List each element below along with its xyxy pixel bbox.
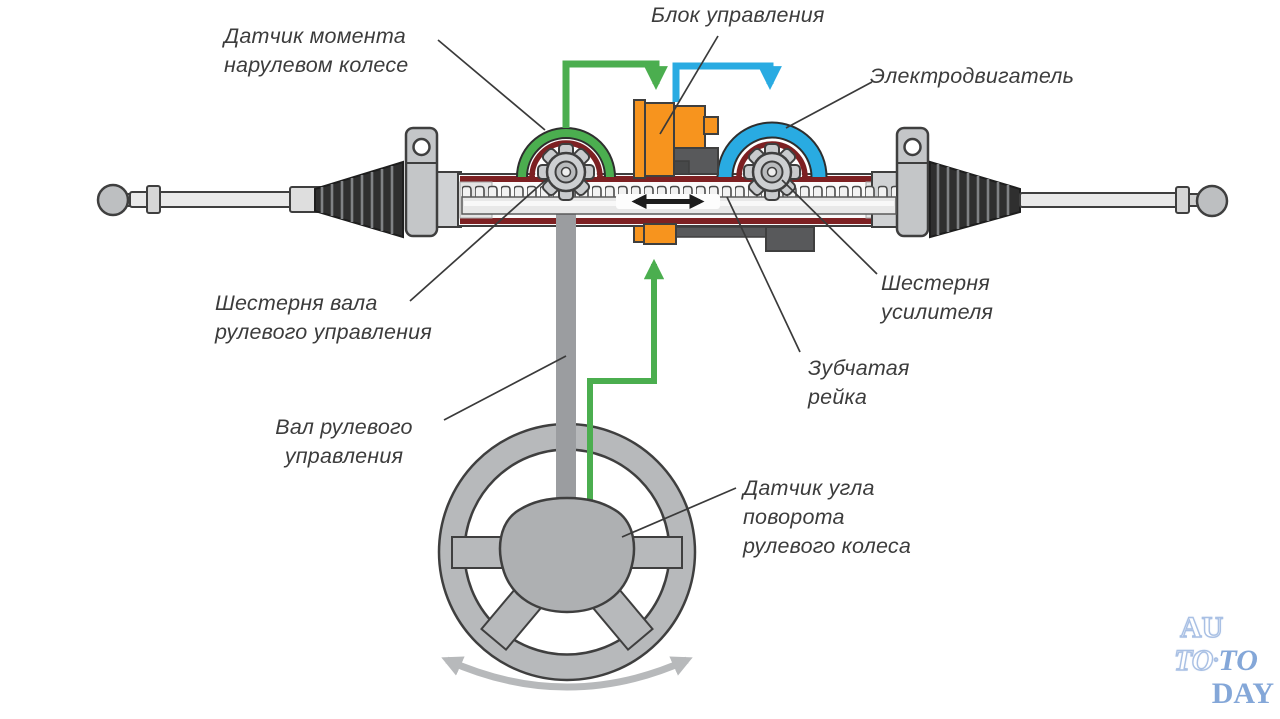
control-unit-lower-block (633, 223, 677, 245)
right-mount-bracket (871, 126, 930, 238)
label-assist-gear: Шестерня усилителя (881, 271, 994, 324)
left-bellows-boot (314, 160, 404, 239)
watermark-dot: ◦ (1213, 652, 1219, 668)
label-rack: Зубчатая рейка (808, 356, 910, 409)
label-motor: Электродвигатель (870, 64, 1075, 88)
label-pinion: Шестерня вала рулевого управления (215, 291, 432, 344)
angle-sensor-signal-arrow (587, 258, 665, 504)
control-to-motor-signal-arrow (672, 62, 782, 102)
label-torque-sensor: Датчик момента нарулевом колесе (224, 24, 409, 77)
assist-gear (743, 143, 801, 201)
label-control-unit: Блок управления (651, 3, 825, 27)
control-unit-block (633, 99, 719, 179)
watermark-line1: AU (1179, 610, 1224, 644)
watermark-line2: TO◦TO (1173, 643, 1258, 677)
watermark-logo: AU TO◦TO DAY (1173, 610, 1274, 710)
left-tie-rod (96, 183, 325, 217)
watermark-line3: DAY (1211, 677, 1274, 710)
steering-wheel-hub (498, 496, 636, 614)
label-steering-shaft: Вал рулевого управления (275, 415, 413, 468)
right-tie-rod (1019, 184, 1229, 218)
torque-sensor-signal-arrow (562, 60, 668, 128)
right-bellows-boot (929, 160, 1021, 239)
steering-shaft (556, 182, 576, 512)
rack-motion-arrow (616, 194, 720, 209)
wheel-rotation-arrow (441, 656, 693, 691)
under-rack-blocks (633, 223, 815, 252)
leader-lines (409, 35, 878, 538)
label-angle-sensor: Датчик угла поворота рулевого колеса (743, 476, 912, 558)
pinion-gear (537, 143, 595, 201)
left-mount-bracket (404, 126, 462, 238)
